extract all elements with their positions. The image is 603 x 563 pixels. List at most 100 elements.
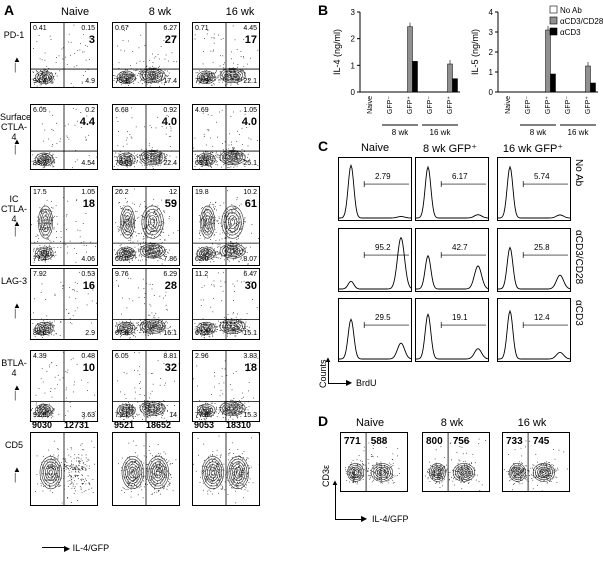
quadrant-ll: 69.1	[195, 160, 209, 167]
facs-dots	[35, 433, 95, 505]
c-histogram: 42.7	[415, 228, 489, 292]
quadrant-ul: 7.92	[33, 271, 47, 278]
c-histogram: 29.5	[338, 298, 412, 362]
d-facs-dots	[503, 433, 568, 491]
cd5-mfi-right: 12731	[64, 420, 90, 430]
c-histogram: 6.17	[415, 157, 489, 221]
a-row-label-line: Surface	[0, 112, 32, 122]
quadrant-lr: 2.9	[85, 330, 95, 337]
quadrant-ur: 0.53	[81, 271, 95, 278]
b-ylabel: IL-4 (ng/ml)	[332, 29, 342, 75]
quadrant-bold: 28	[164, 280, 177, 292]
quadrant-bold: 32	[164, 362, 177, 374]
quadrant-ul: 6.05	[115, 353, 129, 360]
quadrant-bold: 4.4	[79, 116, 95, 128]
quadrant-ll: 60.0	[115, 256, 129, 263]
quadrant-ur: 0.48	[81, 353, 95, 360]
c-row-label: αCD3/CD28	[573, 230, 584, 285]
c-histogram: 19.1	[415, 298, 489, 362]
quadrant-ur: 3.83	[243, 353, 257, 360]
c-histogram: 5.74	[497, 157, 571, 221]
a-col-naive: Naive	[60, 6, 90, 18]
facs-plot: 4.69 1.05 4.0 69.1 25.1	[192, 104, 260, 170]
c-row-label: No Ab	[573, 159, 584, 187]
a-row-arrow: ▲ │	[13, 55, 21, 72]
quadrant-lr: 25.1	[243, 160, 257, 167]
c-histogram: 95.2	[338, 228, 412, 292]
d-count-left: 800	[426, 436, 443, 447]
b-ytick-label: 0	[351, 88, 356, 97]
quadrant-bold: 59	[164, 198, 177, 210]
c-gate-percent: 29.5	[375, 313, 391, 323]
a-col-8wk: 8 wk	[148, 6, 172, 18]
quadrant-ur: 4.45	[243, 25, 257, 32]
quadrant-ur: 1.05	[81, 189, 95, 196]
a-row-label-line: IC	[9, 194, 19, 204]
facs-dots	[113, 23, 179, 87]
d-xlabel: IL-4/GFP	[372, 514, 409, 524]
quadrant-bold: 18	[82, 198, 95, 210]
facs-dots	[193, 187, 259, 265]
quadrant-ur: 10.2	[243, 189, 257, 196]
quadrant-ur: 6.27	[163, 25, 177, 32]
d-xaxis-arrowhead: ▶	[361, 514, 368, 523]
quadrant-lr: 7.86	[163, 256, 177, 263]
quadrant-lr: 16.1	[163, 330, 177, 337]
facs-plot: 20.2 12 59 60.0 7.86	[112, 186, 180, 266]
c-xaxis-arrow	[328, 383, 348, 384]
quadrant-ll: 77.4	[33, 256, 47, 263]
quadrant-ul: 2.96	[195, 353, 209, 360]
c-histogram: 12.4	[497, 298, 571, 362]
b-bar	[590, 82, 596, 93]
c-hist-curve	[498, 165, 570, 219]
quadrant-ur: 6.29	[163, 271, 177, 278]
c-yaxis-arrowhead: ▲	[324, 355, 332, 364]
quadrant-ur: 12	[169, 189, 177, 196]
b-bar	[585, 65, 591, 93]
a-row-label: LAG-3	[0, 276, 28, 286]
quadrant-bold: 4.0	[241, 116, 257, 128]
c-gate-percent: 12.4	[534, 313, 550, 323]
b-category-label: GFP⁺	[545, 96, 552, 114]
quadrant-lr: 15.1	[243, 330, 257, 337]
a-row-label-line: CTLA-4	[0, 204, 27, 224]
quadrant-ll: 72.9	[195, 78, 209, 85]
quadrant-ul: 4.69	[195, 107, 209, 114]
a-col-16wk: 16 wk	[225, 6, 255, 18]
b-bar	[452, 78, 458, 93]
d-yaxis-arrowhead: ▲	[331, 478, 339, 487]
d-xaxis-arrow	[335, 519, 363, 520]
b-ytick-label: 2	[351, 35, 356, 44]
d-count-right: 588	[370, 436, 388, 447]
quadrant-lr: 17.4	[163, 78, 177, 85]
quadrant-ul: 20.2	[115, 189, 129, 196]
c-gate-percent: 25.8	[534, 243, 550, 253]
d-col-8wk: 8 wk	[440, 417, 464, 429]
facs-dots	[193, 23, 259, 87]
c-xlabel: BrdU	[356, 378, 377, 388]
quadrant-bold: 16	[82, 280, 95, 292]
quadrant-lr: 4.54	[81, 160, 95, 167]
c-col-16wk: 16 wk GFP⁺	[502, 143, 564, 155]
facs-dots	[193, 351, 259, 421]
quadrant-bold: 3	[88, 34, 95, 46]
b-legend-label: αCD3/CD28	[560, 17, 603, 26]
b-bar	[545, 29, 551, 93]
b-category-label: GFP⁺	[447, 96, 454, 114]
a-row-label: BTLA-4	[0, 358, 28, 378]
quadrant-ur: 1.05	[243, 107, 257, 114]
c-gate-percent: 5.74	[534, 172, 550, 182]
d-facs-dots	[344, 433, 400, 491]
c-gate-percent: 6.17	[452, 172, 468, 182]
quadrant-ul: 17.5	[33, 189, 47, 196]
b-legend-label: No Ab	[560, 6, 582, 15]
quadrant-ul: 9.76	[115, 271, 129, 278]
panel-label-b: B	[318, 2, 329, 18]
